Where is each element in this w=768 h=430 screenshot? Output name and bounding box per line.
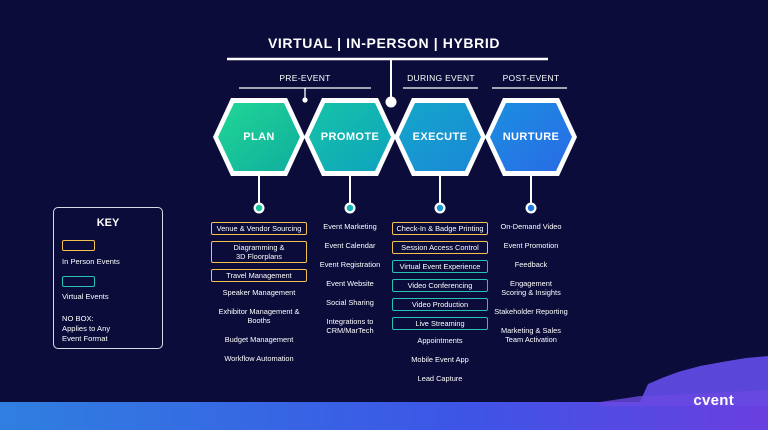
- capability-item: Live Streaming: [392, 317, 488, 330]
- capability-item: On-Demand Video: [500, 222, 562, 231]
- capability-item: Workflow Automation: [224, 354, 294, 363]
- stage-label-promote: PROMOTE: [320, 131, 380, 143]
- capability-item: Event Registration: [319, 260, 381, 269]
- capability-item: Integrations to CRM/MarTech: [326, 317, 374, 335]
- stage-label-execute: EXECUTE: [412, 131, 468, 143]
- capability-item: Lead Capture: [417, 374, 463, 383]
- capability-item: Event Marketing: [323, 222, 377, 231]
- capability-item: Session Access Control: [392, 241, 488, 254]
- capability-item: Exhibitor Management & Booths: [218, 307, 300, 325]
- capability-item: Social Sharing: [326, 298, 374, 307]
- capability-item: Diagramming & 3D Floorplans: [211, 241, 307, 263]
- phase-label-during-event: DURING EVENT: [407, 73, 475, 83]
- capability-item: Marketing & Sales Team Activation: [501, 326, 561, 344]
- key-title: KEY: [96, 217, 120, 229]
- title-drop-dot: [385, 96, 397, 108]
- legend-key: KEY In Person Events Virtual Events NO B…: [53, 207, 163, 349]
- plan-hex: [218, 103, 300, 171]
- capability-item: Appointments: [417, 336, 463, 345]
- capability-item: Speaker Management: [222, 288, 296, 297]
- page-title: VIRTUAL | IN-PERSON | HYBRID: [267, 35, 501, 51]
- footer-band: [0, 402, 768, 430]
- phase-label-pre-event: PRE-EVENT: [279, 73, 331, 83]
- capability-item: Video Conferencing: [392, 279, 488, 292]
- capability-item: Video Production: [392, 298, 488, 311]
- capability-item: Virtual Event Experience: [392, 260, 488, 273]
- cvent-logo: cvent: [693, 392, 734, 409]
- capability-item: Travel Management: [211, 269, 307, 282]
- promote-hex: [309, 103, 391, 171]
- capability-item: Event Website: [326, 279, 374, 288]
- stage-label-nurture: NURTURE: [502, 131, 560, 143]
- virtual-swatch: [62, 276, 95, 287]
- pre-event-dot: [302, 97, 308, 103]
- virtual-key-label: Virtual Events: [62, 292, 109, 301]
- capability-item: Check-In & Badge Printing: [392, 222, 488, 235]
- nurture-hex: [490, 103, 572, 171]
- phase-label-post-event: POST-EVENT: [502, 73, 560, 83]
- capability-item: Budget Management: [224, 335, 294, 344]
- capability-item: Event Promotion: [503, 241, 559, 250]
- capability-item: Venue & Vendor Sourcing: [211, 222, 307, 235]
- footer-brush-stroke: [640, 356, 768, 402]
- capability-item: Mobile Event App: [411, 355, 469, 364]
- in-person-swatch: [62, 240, 95, 251]
- capability-item: Feedback: [514, 260, 548, 269]
- capability-item: Engagement Scoring & Insights: [501, 279, 561, 297]
- no-box-key-label: NO BOX: Applies to Any Event Format: [62, 314, 111, 343]
- capability-item: Stakeholder Reporting: [494, 307, 568, 316]
- in-person-key-label: In Person Events: [62, 257, 120, 266]
- capability-item: Event Calendar: [324, 241, 376, 250]
- stage-label-plan: PLAN: [243, 131, 275, 143]
- execute-hex: [399, 103, 481, 171]
